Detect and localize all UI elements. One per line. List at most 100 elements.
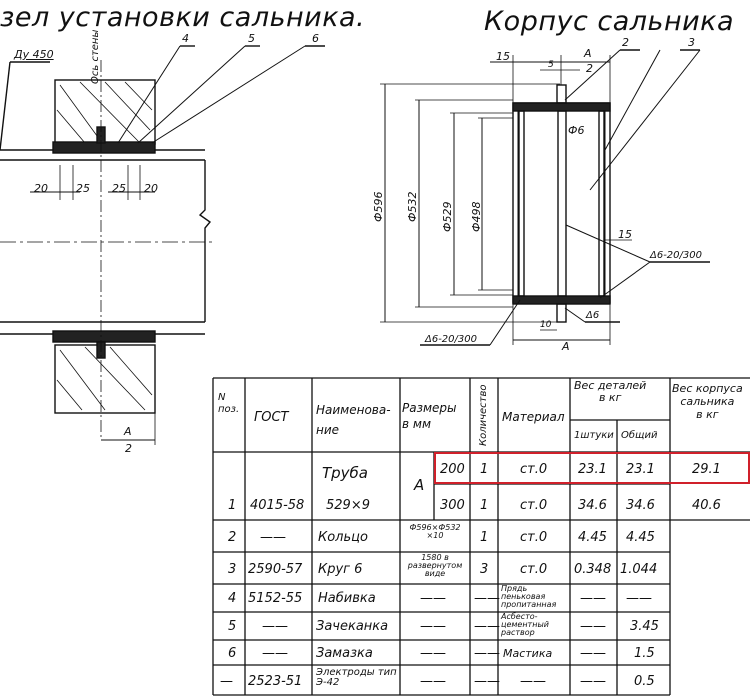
highlight-box bbox=[434, 452, 750, 484]
cell-name-1: 529×9 bbox=[326, 498, 370, 513]
phi-6: Ф6 bbox=[568, 124, 585, 137]
cell-total-5: 3.45 bbox=[630, 619, 659, 634]
cell-unit-2: 4.45 bbox=[578, 530, 607, 545]
dim-right-25: 25 bbox=[112, 182, 126, 195]
cell-total-6: 1.5 bbox=[634, 646, 655, 661]
cell-gost-6: —— bbox=[262, 646, 288, 661]
th-qty: Количество bbox=[478, 384, 489, 446]
left-assembly-drawing bbox=[0, 45, 325, 445]
weld-bottom-left: Δ6-20/300 bbox=[425, 334, 477, 345]
dim-a2-den-left: 2 bbox=[125, 442, 132, 455]
callout-5: 5 bbox=[248, 32, 255, 45]
cell-mat-6: Мастика bbox=[503, 647, 553, 660]
cell-size-3: 1580 в развернутом виде bbox=[407, 553, 463, 578]
cell-size-2: Ф596×Ф532 ×10 bbox=[409, 523, 461, 540]
cell-qty-0: 1 bbox=[480, 462, 489, 477]
cell-n-4: 4 bbox=[228, 591, 237, 606]
cell-total-0: 23.1 bbox=[626, 462, 655, 477]
cell-unit-1: 34.6 bbox=[578, 498, 607, 513]
cell-mat-7: —— bbox=[520, 674, 546, 689]
dim-a2-den-right: 2 bbox=[586, 62, 593, 75]
cell-size-6: —— bbox=[420, 646, 446, 661]
cell-qty-1: 1 bbox=[480, 498, 489, 513]
cell-size-0: А bbox=[414, 476, 425, 494]
cell-name-7: Электроды тип Э-42 bbox=[316, 667, 397, 688]
cell-size-4: —— bbox=[420, 591, 446, 606]
cell-n-7: — bbox=[220, 674, 233, 689]
th-gost: ГОСТ bbox=[254, 410, 289, 425]
weld-bottom-right: Δ6 bbox=[586, 310, 600, 321]
weld-right: Δ6-20/300 bbox=[650, 250, 702, 261]
cell-name-6: Замазка bbox=[316, 646, 373, 661]
cell-qty-2: 1 bbox=[480, 530, 489, 545]
cell-mat-3: ст.0 bbox=[520, 562, 548, 577]
cell-total-7: 0.5 bbox=[634, 674, 655, 689]
dia-596: Ф596 bbox=[372, 191, 385, 222]
cell-n-5: 5 bbox=[228, 619, 237, 634]
dim-right-20: 20 bbox=[144, 182, 158, 195]
th-size: Размеры в мм bbox=[402, 401, 457, 431]
cell-unit-5: —— bbox=[580, 619, 606, 634]
dim-left-20: 20 bbox=[34, 182, 48, 195]
cell-unit-3: 0.348 bbox=[574, 562, 612, 577]
dia-532: Ф532 bbox=[406, 191, 419, 222]
cell-gost-7: 2523-51 bbox=[248, 674, 303, 689]
cell-name-2: Кольцо bbox=[318, 530, 368, 545]
dim-15-mid: 15 bbox=[618, 228, 632, 241]
cell-qty-3: 3 bbox=[480, 562, 489, 577]
th-material: Материал bbox=[502, 410, 565, 424]
cell-name-4: Набивка bbox=[318, 591, 376, 606]
dia-529: Ф529 bbox=[441, 201, 454, 232]
cell-name-3: Круг 6 bbox=[318, 562, 363, 577]
dim-a: А bbox=[562, 340, 570, 353]
cell-mat-1: ст.0 bbox=[520, 498, 548, 513]
cell-gost-4: 5152-55 bbox=[248, 591, 303, 606]
callout-6: 6 bbox=[312, 32, 319, 45]
cell-mat-0: ст.0 bbox=[520, 462, 548, 477]
dim-15-top: 15 bbox=[496, 50, 510, 63]
cell-unit-4: —— bbox=[580, 591, 606, 606]
cell-qty-7: —— bbox=[474, 674, 500, 689]
dy-label: Ду 450 bbox=[14, 48, 54, 61]
cell-n-6: 6 bbox=[228, 646, 237, 661]
dim-a2-num-right: А bbox=[584, 47, 592, 60]
cell-name-0: Труба bbox=[322, 464, 369, 482]
cell-size-7: —— bbox=[420, 674, 446, 689]
callout-2: 2 bbox=[622, 36, 629, 49]
right-body-drawing bbox=[380, 49, 710, 346]
cell-total-3: 1.044 bbox=[620, 562, 658, 577]
cell-n-1: 1 bbox=[228, 498, 237, 513]
wall-axis-label: Ось стены bbox=[90, 29, 101, 84]
cell-n-3: 3 bbox=[228, 562, 237, 577]
th-body-weight: Вес корпуса сальника в кг bbox=[672, 382, 743, 421]
cell-gost-3: 2590-57 bbox=[248, 562, 303, 577]
cell-n-2: 2 bbox=[228, 530, 237, 545]
cell-unit-6: —— bbox=[580, 646, 606, 661]
cell-name-5: Зачеканка bbox=[316, 619, 389, 634]
th-name: Наименова- ние bbox=[316, 403, 391, 437]
cell-gost-2: —— bbox=[260, 530, 286, 545]
cell-sub-0: 200 bbox=[440, 462, 465, 477]
cell-mat-4: Прядь пеньковая пропитанная bbox=[501, 584, 557, 609]
cell-gost-5: —— bbox=[262, 619, 288, 634]
dim-5: 5 bbox=[548, 60, 554, 70]
dia-498: Ф498 bbox=[470, 201, 483, 232]
th-weight-total: Общий bbox=[621, 430, 658, 441]
cell-qty-5: —— bbox=[474, 619, 500, 634]
cell-sub-1: 300 bbox=[440, 498, 465, 513]
cell-mat-2: ст.0 bbox=[520, 530, 548, 545]
cell-body-0: 29.1 bbox=[692, 462, 721, 477]
cell-total-1: 34.6 bbox=[626, 498, 655, 513]
th-weight-unit: 1штуки bbox=[574, 430, 614, 441]
cell-size-5: —— bbox=[420, 619, 446, 634]
cell-qty-6: —— bbox=[474, 646, 500, 661]
cell-unit-0: 23.1 bbox=[578, 462, 607, 477]
cell-mat-5: Асбесто-цементный раствор bbox=[501, 612, 549, 637]
left-title: зел установки сальника. bbox=[0, 2, 366, 33]
cell-total-2: 4.45 bbox=[626, 530, 655, 545]
th-weight: Вес деталей в кг bbox=[574, 379, 647, 404]
dim-a2-num-left: А bbox=[124, 425, 132, 438]
cell-total-4: —— bbox=[626, 591, 652, 606]
cell-gost-1: 4015-58 bbox=[250, 498, 305, 513]
